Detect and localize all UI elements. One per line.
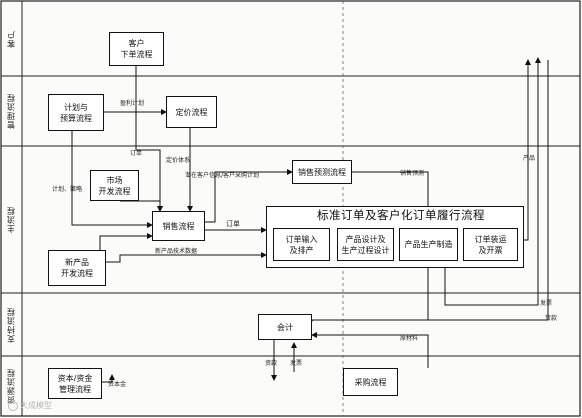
box-sales: 销售流程 — [152, 211, 205, 241]
box-pricing: 定价流程 — [166, 96, 217, 128]
label-pricing-system: 定价体系 — [166, 157, 191, 164]
box-customer-order: 客户 下单流程 — [109, 32, 164, 66]
box-new-product-dev: 新产品 开发流程 — [48, 250, 106, 286]
box-order-shipping: 订单装运 及开票 — [463, 228, 518, 261]
box-order-entry: 订单输入 及排产 — [273, 228, 330, 261]
label-order-main: 订单 — [226, 220, 240, 228]
lane-label-support: 支持流程 — [6, 307, 16, 343]
label-profit-plan: 盈利计划 — [120, 100, 145, 107]
watermark-text: 大成模型 — [20, 401, 52, 410]
watermark-icon — [8, 400, 18, 411]
box-product-design: 产品设计及 生产过程设计 — [337, 228, 394, 261]
edge-customer-info — [205, 169, 293, 223]
box-production: 产品生产制造 — [399, 228, 458, 261]
label-order-top: 订单 — [130, 150, 143, 157]
lane-label-customer: 客户 — [6, 30, 16, 48]
label-funds-in: 资款 — [265, 360, 278, 367]
label-plan-strategy: 计划、策略 — [52, 186, 83, 193]
box-market-dev: 市场 开发流程 — [90, 170, 139, 201]
edge-new-product-tech — [106, 252, 267, 263]
label-new-product-tech: 新产品技术数据 — [155, 248, 198, 255]
label-customer-info: 潜在客户信息/客户采购计划 — [185, 172, 260, 179]
label-invoice: 发票 — [540, 300, 553, 307]
label-funds-out: 发票 — [290, 360, 303, 367]
watermark: 大成模型 — [8, 400, 52, 411]
box-capital-mgmt: 资本/资金 管理流程 — [48, 368, 102, 399]
label-capital: 资本金 — [108, 381, 127, 388]
box-plan-budget: 计划与 预算流程 — [48, 94, 104, 131]
edge-plan-strategy — [71, 131, 153, 228]
edge-payment — [307, 60, 549, 326]
edge-newproduct-sales — [99, 233, 153, 250]
edge-market-sales — [120, 200, 163, 212]
label-product-out: 产品 — [523, 155, 536, 162]
edge-capital — [102, 374, 115, 383]
box-accounting: 会计 — [258, 314, 312, 340]
box-sales-forecast: 销售预测流程 — [292, 160, 352, 184]
edge-order-top — [135, 66, 163, 212]
label-sales-forecast: 销售预测 — [400, 170, 425, 177]
lane-label-management: 管理流程 — [6, 93, 16, 130]
lane-label-main: 主流程 — [6, 206, 16, 234]
fulfillment-title: 标准订单及客户化订单履行流程 — [317, 208, 485, 222]
label-raw-material: 原材料 — [400, 335, 419, 342]
label-payment: 货款 — [545, 315, 558, 322]
edge-invoice — [444, 57, 541, 306]
edge-raw-material — [311, 332, 429, 368]
box-procurement: 采购流程 — [343, 368, 398, 396]
